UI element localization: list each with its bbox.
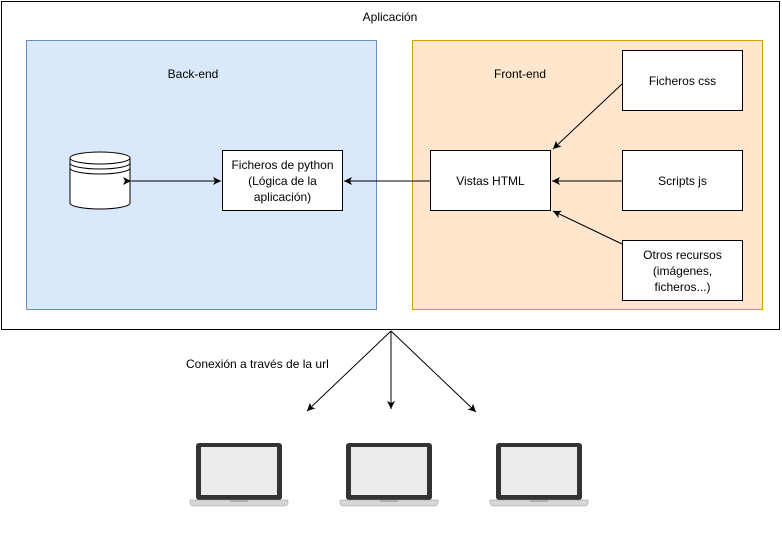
application-container — [1, 1, 780, 330]
other-resources-line-3: ficheros...) — [654, 279, 711, 294]
html-views-box: Vistas HTML — [430, 150, 551, 211]
arrow-connection-left — [306, 330, 392, 412]
laptop-icon — [189, 443, 289, 507]
js-scripts-label: Scripts js — [658, 173, 707, 188]
laptop-icon — [339, 443, 439, 507]
arrow-connection-right — [390, 330, 477, 413]
python-files-line-2: (Lógica de la — [248, 173, 317, 188]
css-files-box: Ficheros css — [622, 50, 743, 111]
html-views-label: Vistas HTML — [456, 173, 525, 188]
css-files-label: Ficheros css — [648, 73, 717, 88]
python-files-box: Ficheros de python (Lógica de la aplicac… — [222, 150, 343, 211]
arrow-other-views — [552, 210, 623, 245]
other-resources-line-2: (imágenes, — [652, 263, 713, 278]
python-files-line-3: aplicación) — [253, 189, 312, 204]
laptop-icon — [489, 443, 589, 507]
connection-label: Conexión a través de la url — [186, 357, 329, 371]
backend-title: Back-end — [167, 67, 219, 81]
database-icon — [69, 151, 131, 210]
other-resources-line-1: Otros recursos — [643, 247, 722, 262]
application-title: Aplicación — [362, 10, 418, 24]
arrow-css-views — [552, 83, 623, 150]
other-resources-box: Otros recursos (imágenes, ficheros...) — [622, 240, 743, 301]
frontend-title: Front-end — [493, 67, 547, 81]
python-files-line-1: Ficheros de python — [231, 157, 334, 172]
js-scripts-box: Scripts js — [622, 150, 743, 211]
